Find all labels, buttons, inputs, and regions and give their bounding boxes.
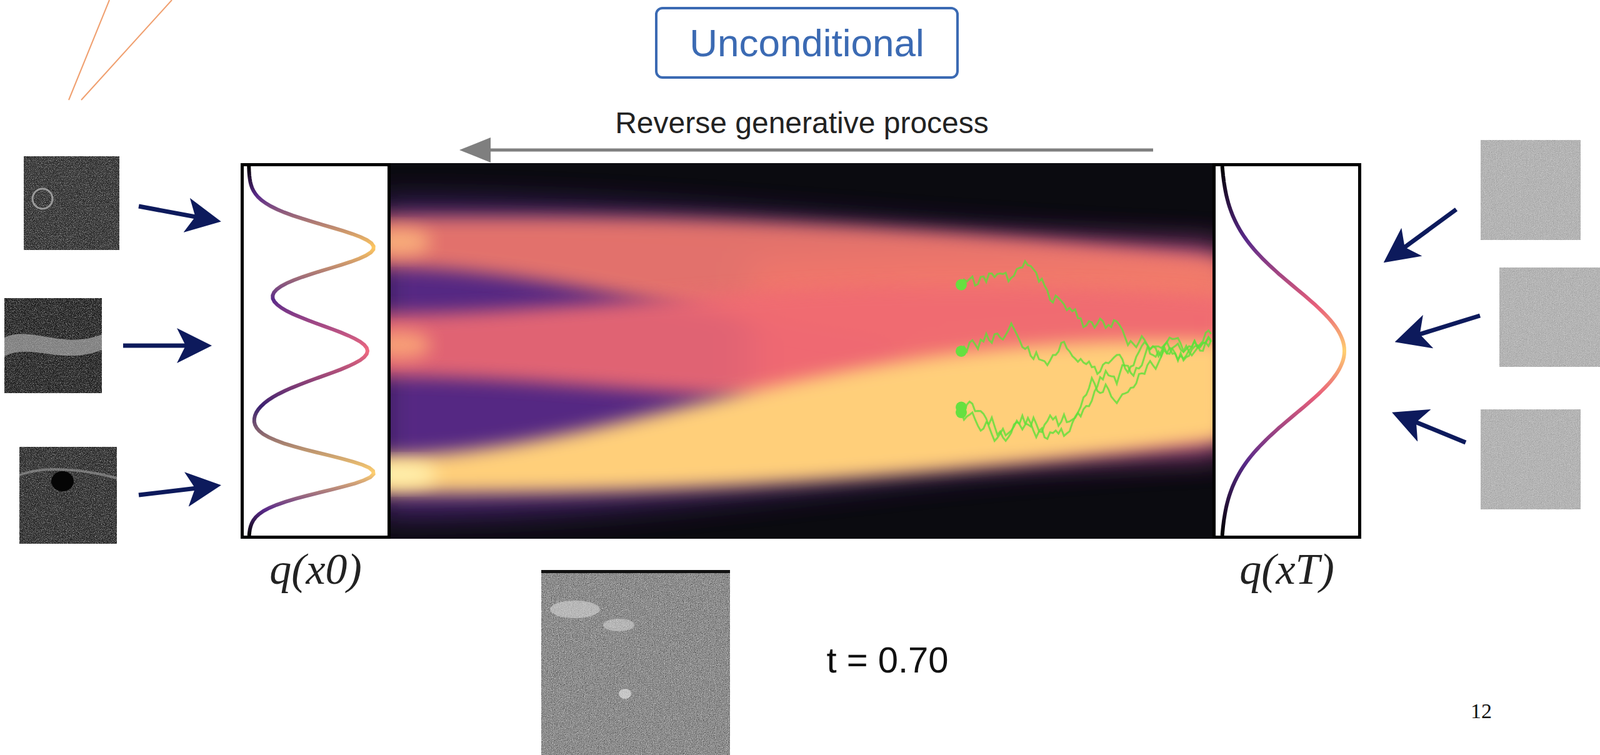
ultrasound-images bbox=[4, 156, 120, 544]
trajectories bbox=[955, 261, 1212, 442]
process-arrow bbox=[465, 148, 1154, 152]
density-curve bbox=[243, 166, 388, 536]
title-box bbox=[656, 8, 958, 78]
time-label: t = 0.70 bbox=[826, 638, 949, 681]
distribution-label: q(x0) bbox=[269, 544, 362, 595]
page-number: 12 bbox=[1470, 699, 1492, 724]
sample-image bbox=[541, 570, 730, 755]
distribution-label: q(xT) bbox=[1239, 544, 1335, 595]
title: Unconditional bbox=[689, 20, 925, 65]
noise-images bbox=[1480, 140, 1600, 510]
process-label: Reverse generative process bbox=[611, 105, 993, 140]
density-band bbox=[390, 163, 1213, 539]
deco-line bbox=[68, 0, 110, 100]
density-box: q(xT) bbox=[1212, 163, 1362, 539]
deco-line bbox=[81, 0, 172, 100]
density-curve bbox=[1215, 166, 1359, 536]
density-box: q(x0) bbox=[240, 163, 391, 539]
